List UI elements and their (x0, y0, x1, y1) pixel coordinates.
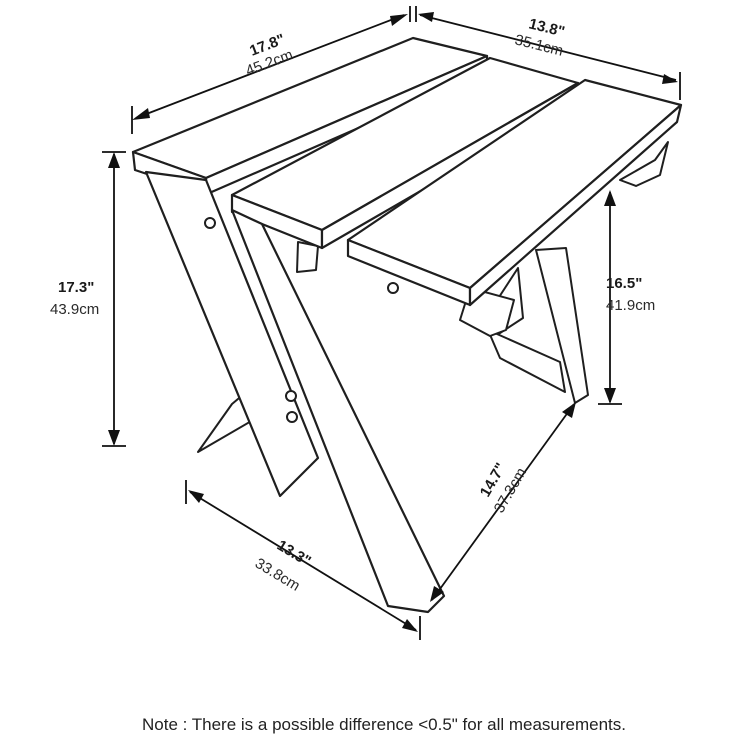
dimension-top-width: 13.8" 35.1cm (415, 6, 681, 100)
base-width-inches: 13.3" (274, 537, 314, 570)
dimension-inner-height: 16.5" 41.9cm (598, 190, 655, 405)
overall-height-cm: 43.9cm (50, 301, 99, 318)
back-leg-right (487, 247, 589, 404)
bolt-hole (286, 411, 298, 423)
overall-height-inches: 17.3" (58, 279, 94, 296)
inner-height-inches: 16.5" (606, 275, 642, 292)
measurement-note: Note : There is a possible difference <0… (142, 715, 626, 734)
front-leg-right (230, 208, 446, 614)
seat-plank-right (346, 78, 683, 307)
bolt-hole (387, 282, 399, 294)
inner-height-cm: 41.9cm (606, 297, 655, 314)
seat-plank-middle (230, 56, 580, 250)
cross-brace (387, 282, 399, 294)
bolt-hole (285, 390, 297, 402)
front-leg-left (144, 170, 320, 498)
dimension-leg-span: 14.7" 37.3cm (430, 402, 576, 602)
dimension-overall-height: 17.3" 43.9cm (50, 151, 126, 447)
bolt-hole (204, 217, 216, 229)
